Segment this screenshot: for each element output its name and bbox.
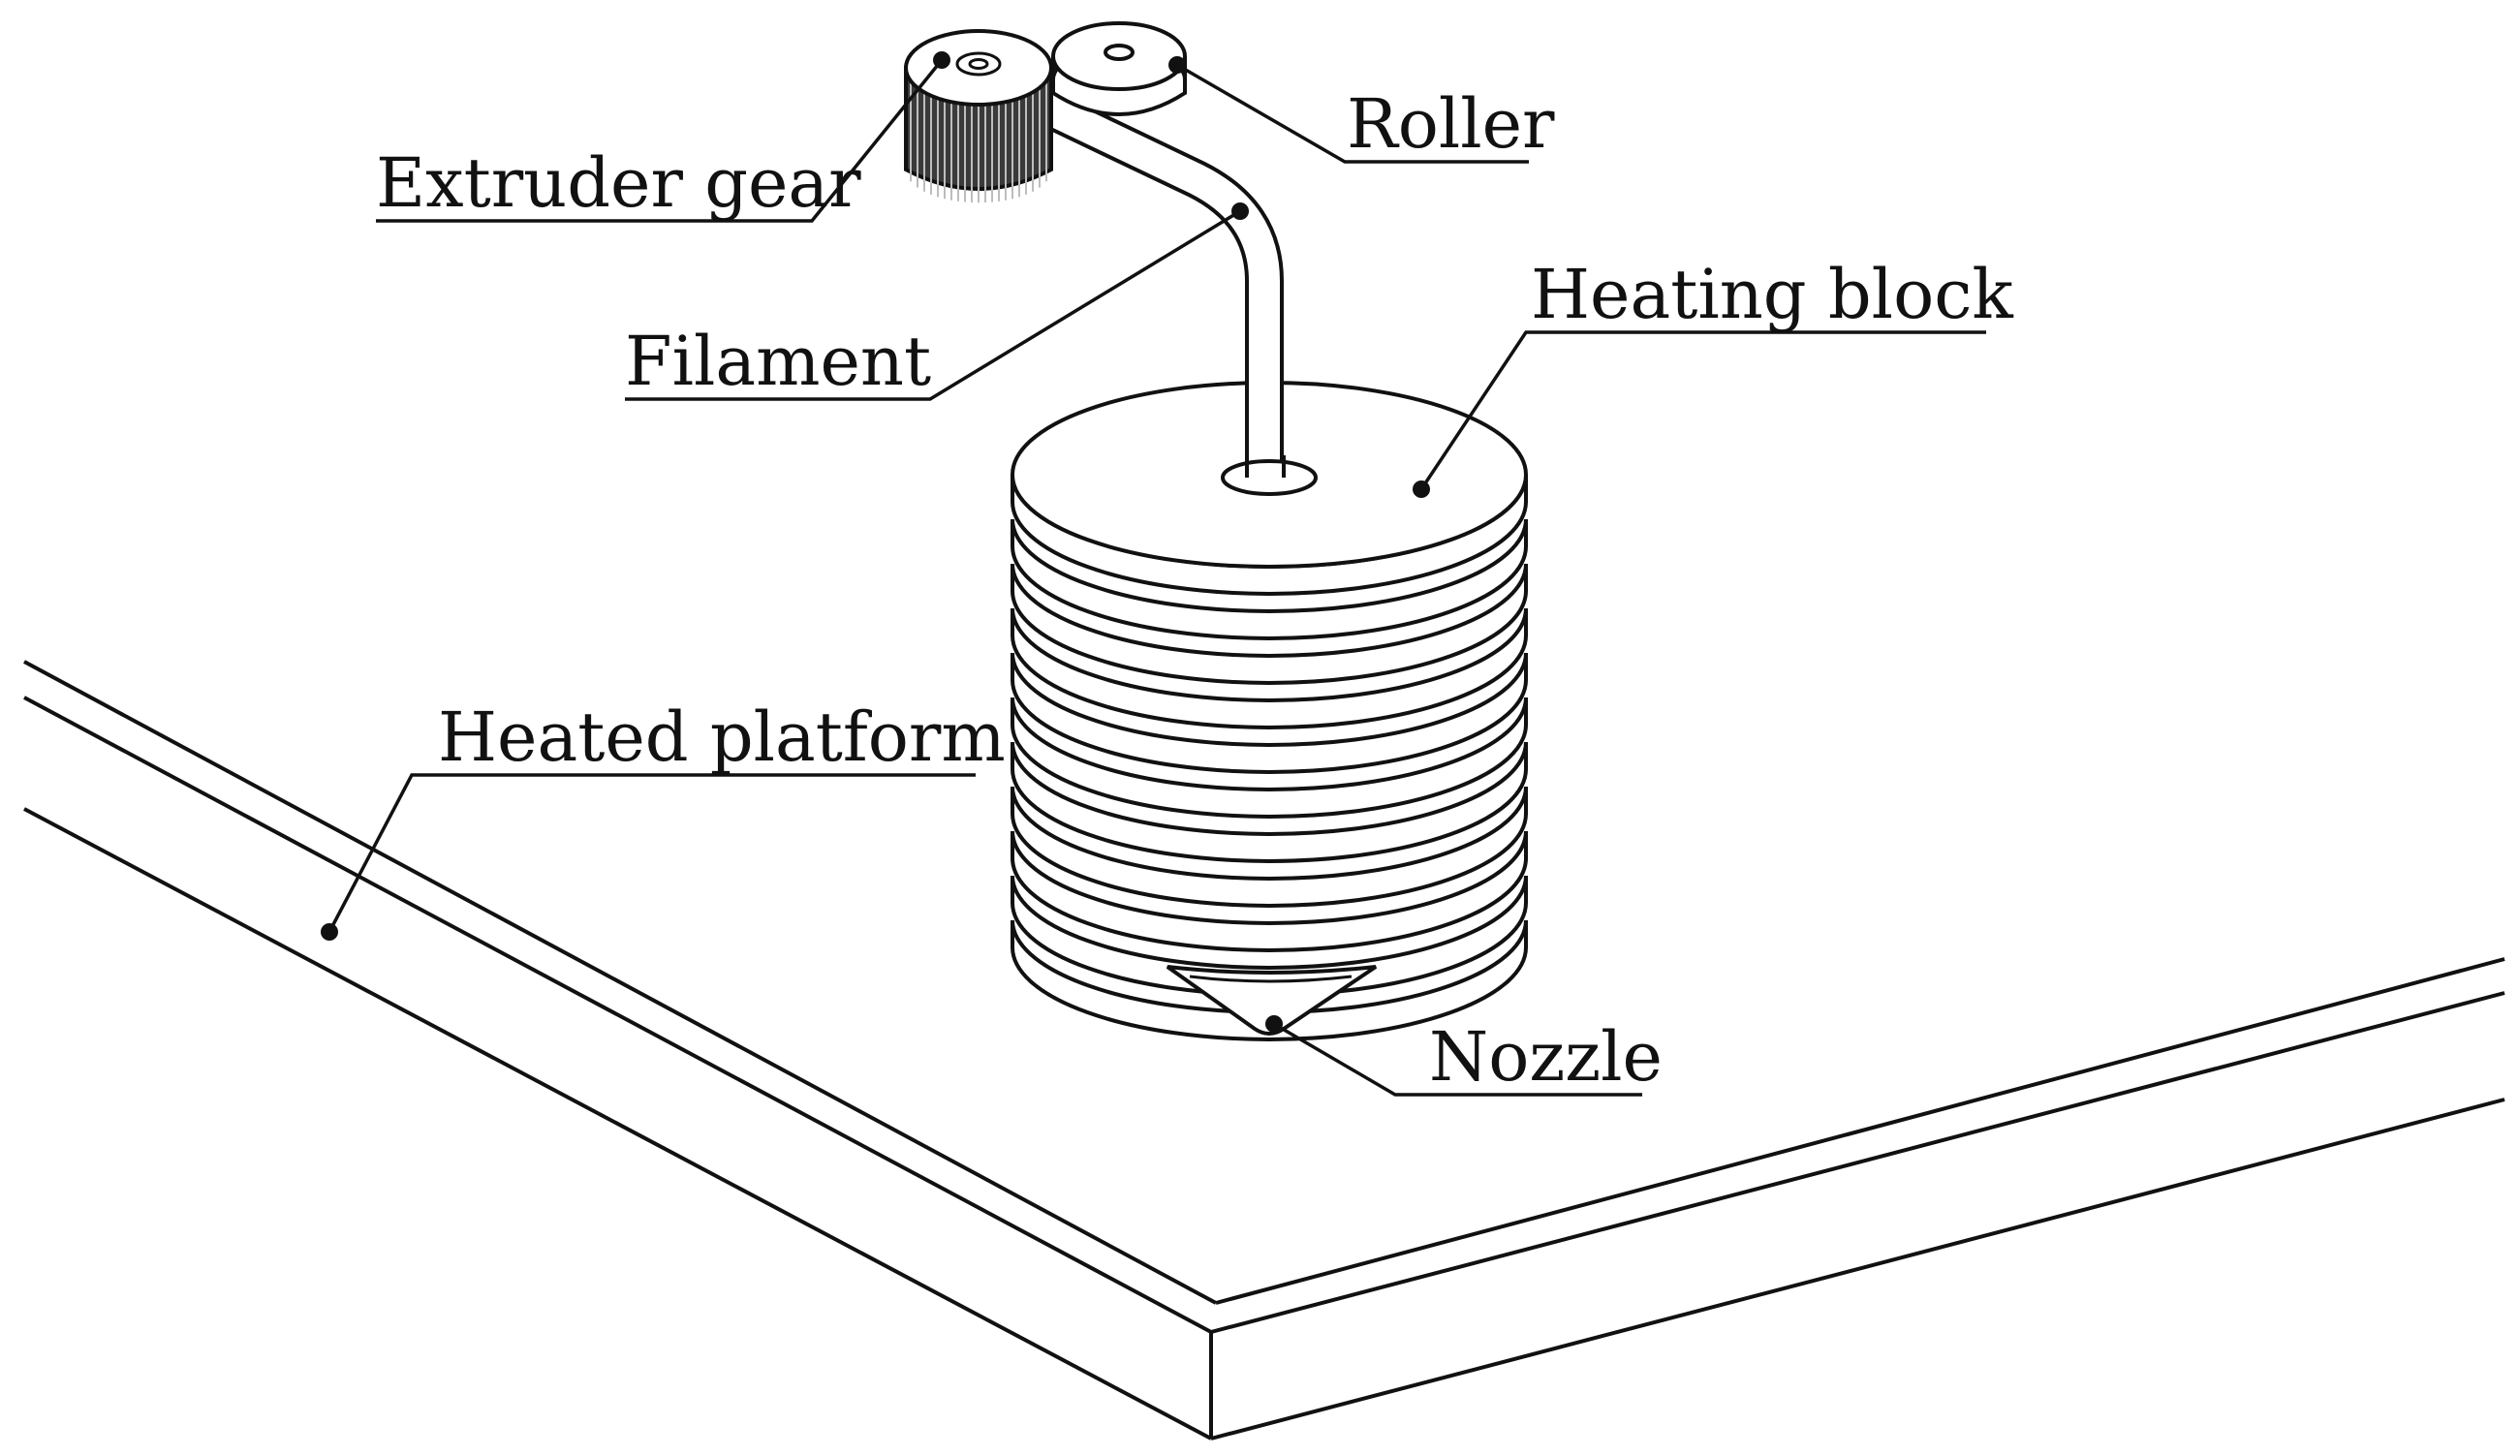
- heating-fin: [1011, 919, 1528, 1041]
- label-heating-block: Heating block: [1531, 255, 2013, 334]
- label-filament: Filament: [625, 322, 931, 401]
- filament: [1036, 88, 1318, 496]
- label-nozzle: Nozzle: [1429, 1017, 1663, 1097]
- leader-dots: [321, 51, 1430, 1033]
- heating-fin: [1011, 786, 1528, 908]
- label-extruder-gear: Extruder gear: [376, 143, 861, 223]
- nozzle: [1166, 965, 1378, 1036]
- heating-fin: [1011, 652, 1528, 774]
- heating-fin: [1011, 875, 1528, 997]
- heated-platform: [23, 660, 2505, 1441]
- label-roller: Roller: [1347, 84, 1555, 164]
- heating-fin: [1011, 741, 1528, 863]
- heating-fin: [1011, 697, 1528, 819]
- heating-fin: [1011, 830, 1528, 952]
- heating-fin: [1011, 518, 1528, 640]
- heating-fin: [1011, 563, 1528, 685]
- heating-fin: [1011, 607, 1528, 729]
- roller: [1051, 21, 1187, 116]
- extruder-gear: [904, 29, 1053, 203]
- heating-block: [1011, 381, 1528, 1041]
- label-heated-platform: Heated platform: [438, 697, 1006, 777]
- leader-lines: [327, 58, 1986, 1097]
